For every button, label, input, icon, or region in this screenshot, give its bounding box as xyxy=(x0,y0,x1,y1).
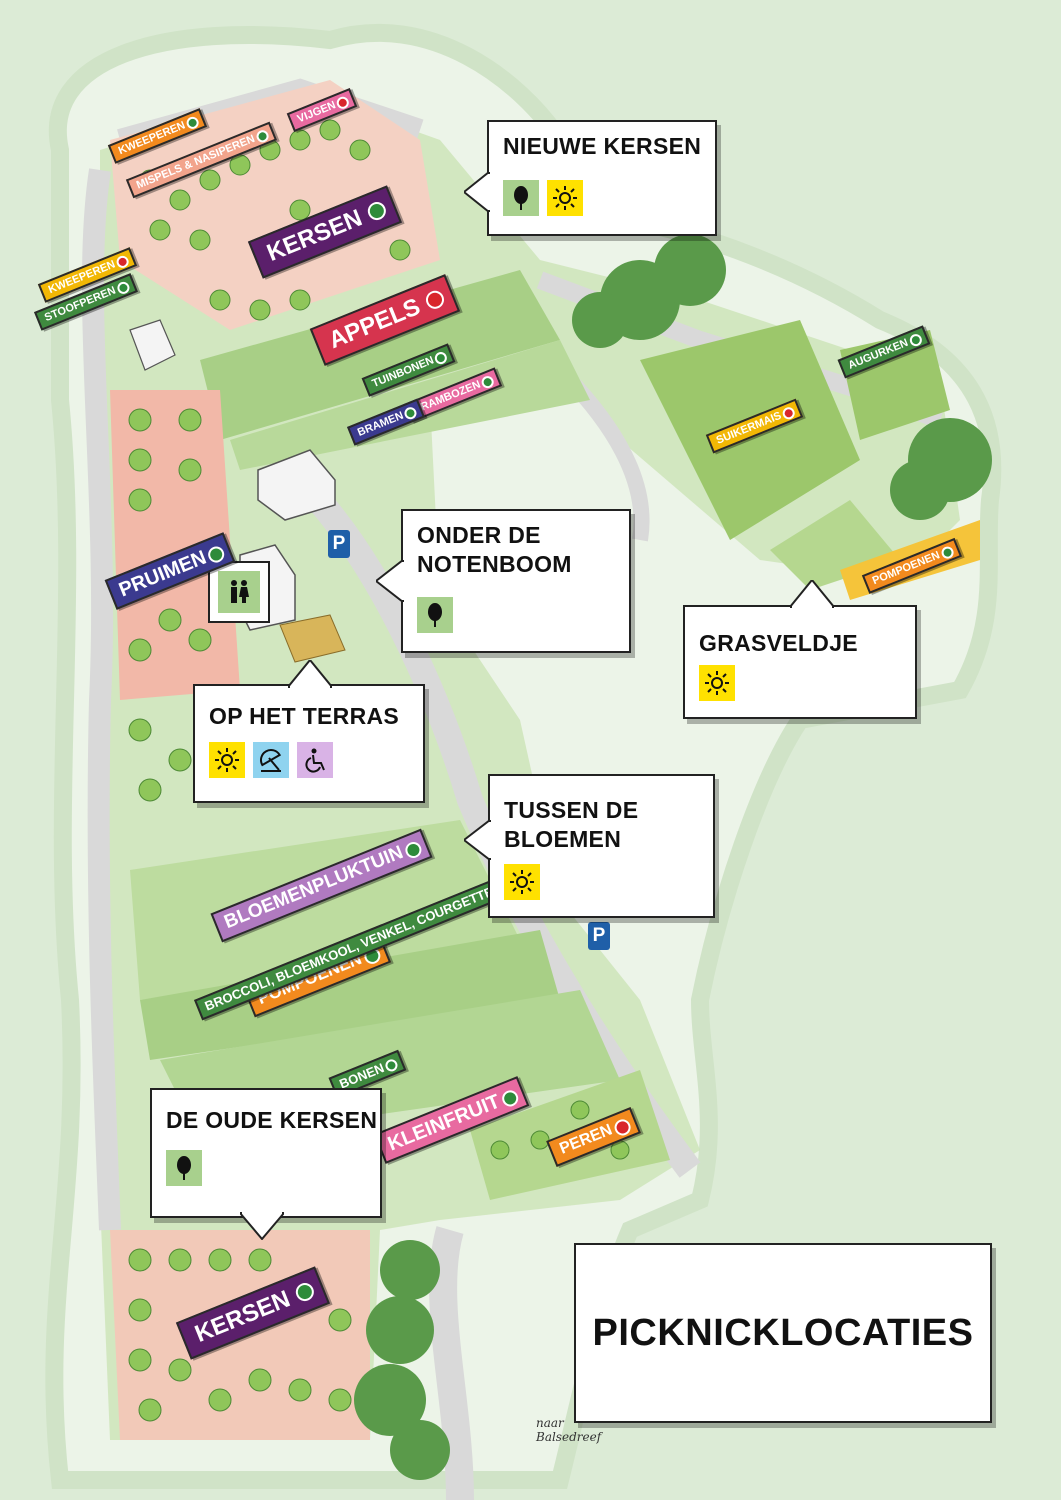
toilet-icon xyxy=(218,571,260,613)
callout-pointer xyxy=(240,1212,284,1240)
callout-title: NIEUWE KERSEN xyxy=(503,133,702,159)
status-dot-green xyxy=(254,128,270,145)
status-dot-green xyxy=(184,115,201,131)
sun-icon xyxy=(699,665,735,701)
status-dot-red xyxy=(612,1116,634,1138)
callout-op-het-terras[interactable]: OP HET TERRAS xyxy=(193,684,425,803)
status-dot-red xyxy=(423,288,447,312)
callout-pointer xyxy=(464,172,490,212)
map-title: PICKNICKLOCATIES xyxy=(592,1311,974,1354)
status-dot-green xyxy=(907,332,924,349)
tree-icon xyxy=(503,180,539,216)
tree-icon xyxy=(166,1150,202,1186)
toilet-icon-box xyxy=(208,561,270,623)
callout-title: TUSSEN DE BLOEMEN xyxy=(504,797,639,852)
wheelchair-icon xyxy=(297,742,333,778)
callout-grasveldje[interactable]: GRASVELDJE xyxy=(683,605,917,719)
sun-icon xyxy=(547,180,583,216)
callout-de-oude-kersen[interactable]: DE OUDE KERSEN xyxy=(150,1088,382,1218)
callout-title: DE OUDE KERSEN xyxy=(166,1107,378,1133)
callout-pointer xyxy=(288,660,332,688)
status-dot-green xyxy=(939,545,955,561)
status-dot-green xyxy=(433,350,450,366)
status-dot-red xyxy=(780,405,797,422)
callout-title: GRASVELDJE xyxy=(699,630,858,656)
status-dot-green xyxy=(403,839,425,861)
status-dot-green xyxy=(383,1057,400,1074)
status-dot-green xyxy=(480,374,496,390)
status-dot-green xyxy=(402,405,419,421)
sun-icon xyxy=(209,742,245,778)
callout-nieuwe-kersen[interactable]: NIEUWE KERSEN xyxy=(487,120,717,236)
callout-title: OP HET TERRAS xyxy=(209,703,400,729)
parking-sign: P xyxy=(328,530,350,558)
status-dot-red xyxy=(335,94,351,111)
tree-icon xyxy=(417,597,453,633)
callout-pointer xyxy=(376,560,404,602)
umbrella-icon xyxy=(253,742,289,778)
road-direction-note: naar Balsedreef xyxy=(536,1416,602,1444)
status-dot-green xyxy=(115,280,131,296)
callout-pointer xyxy=(464,820,491,860)
callout-tussen-de-bloemen[interactable]: TUSSEN DE BLOEMEN xyxy=(488,774,715,918)
legend-title-box: PICKNICKLOCATIES xyxy=(574,1243,992,1423)
callout-pointer xyxy=(790,580,834,608)
status-dot-green xyxy=(365,199,389,223)
parking-sign: P xyxy=(588,922,610,950)
status-dot-red xyxy=(114,254,131,270)
status-dot-green xyxy=(293,1280,317,1304)
status-dot-green xyxy=(499,1088,521,1109)
status-dot-green xyxy=(205,544,227,565)
callout-title: ONDER DE NOTENBOOM xyxy=(417,522,572,577)
sun-icon xyxy=(504,864,540,900)
callout-onder-de-notenboom[interactable]: ONDER DE NOTENBOOM xyxy=(401,509,631,653)
